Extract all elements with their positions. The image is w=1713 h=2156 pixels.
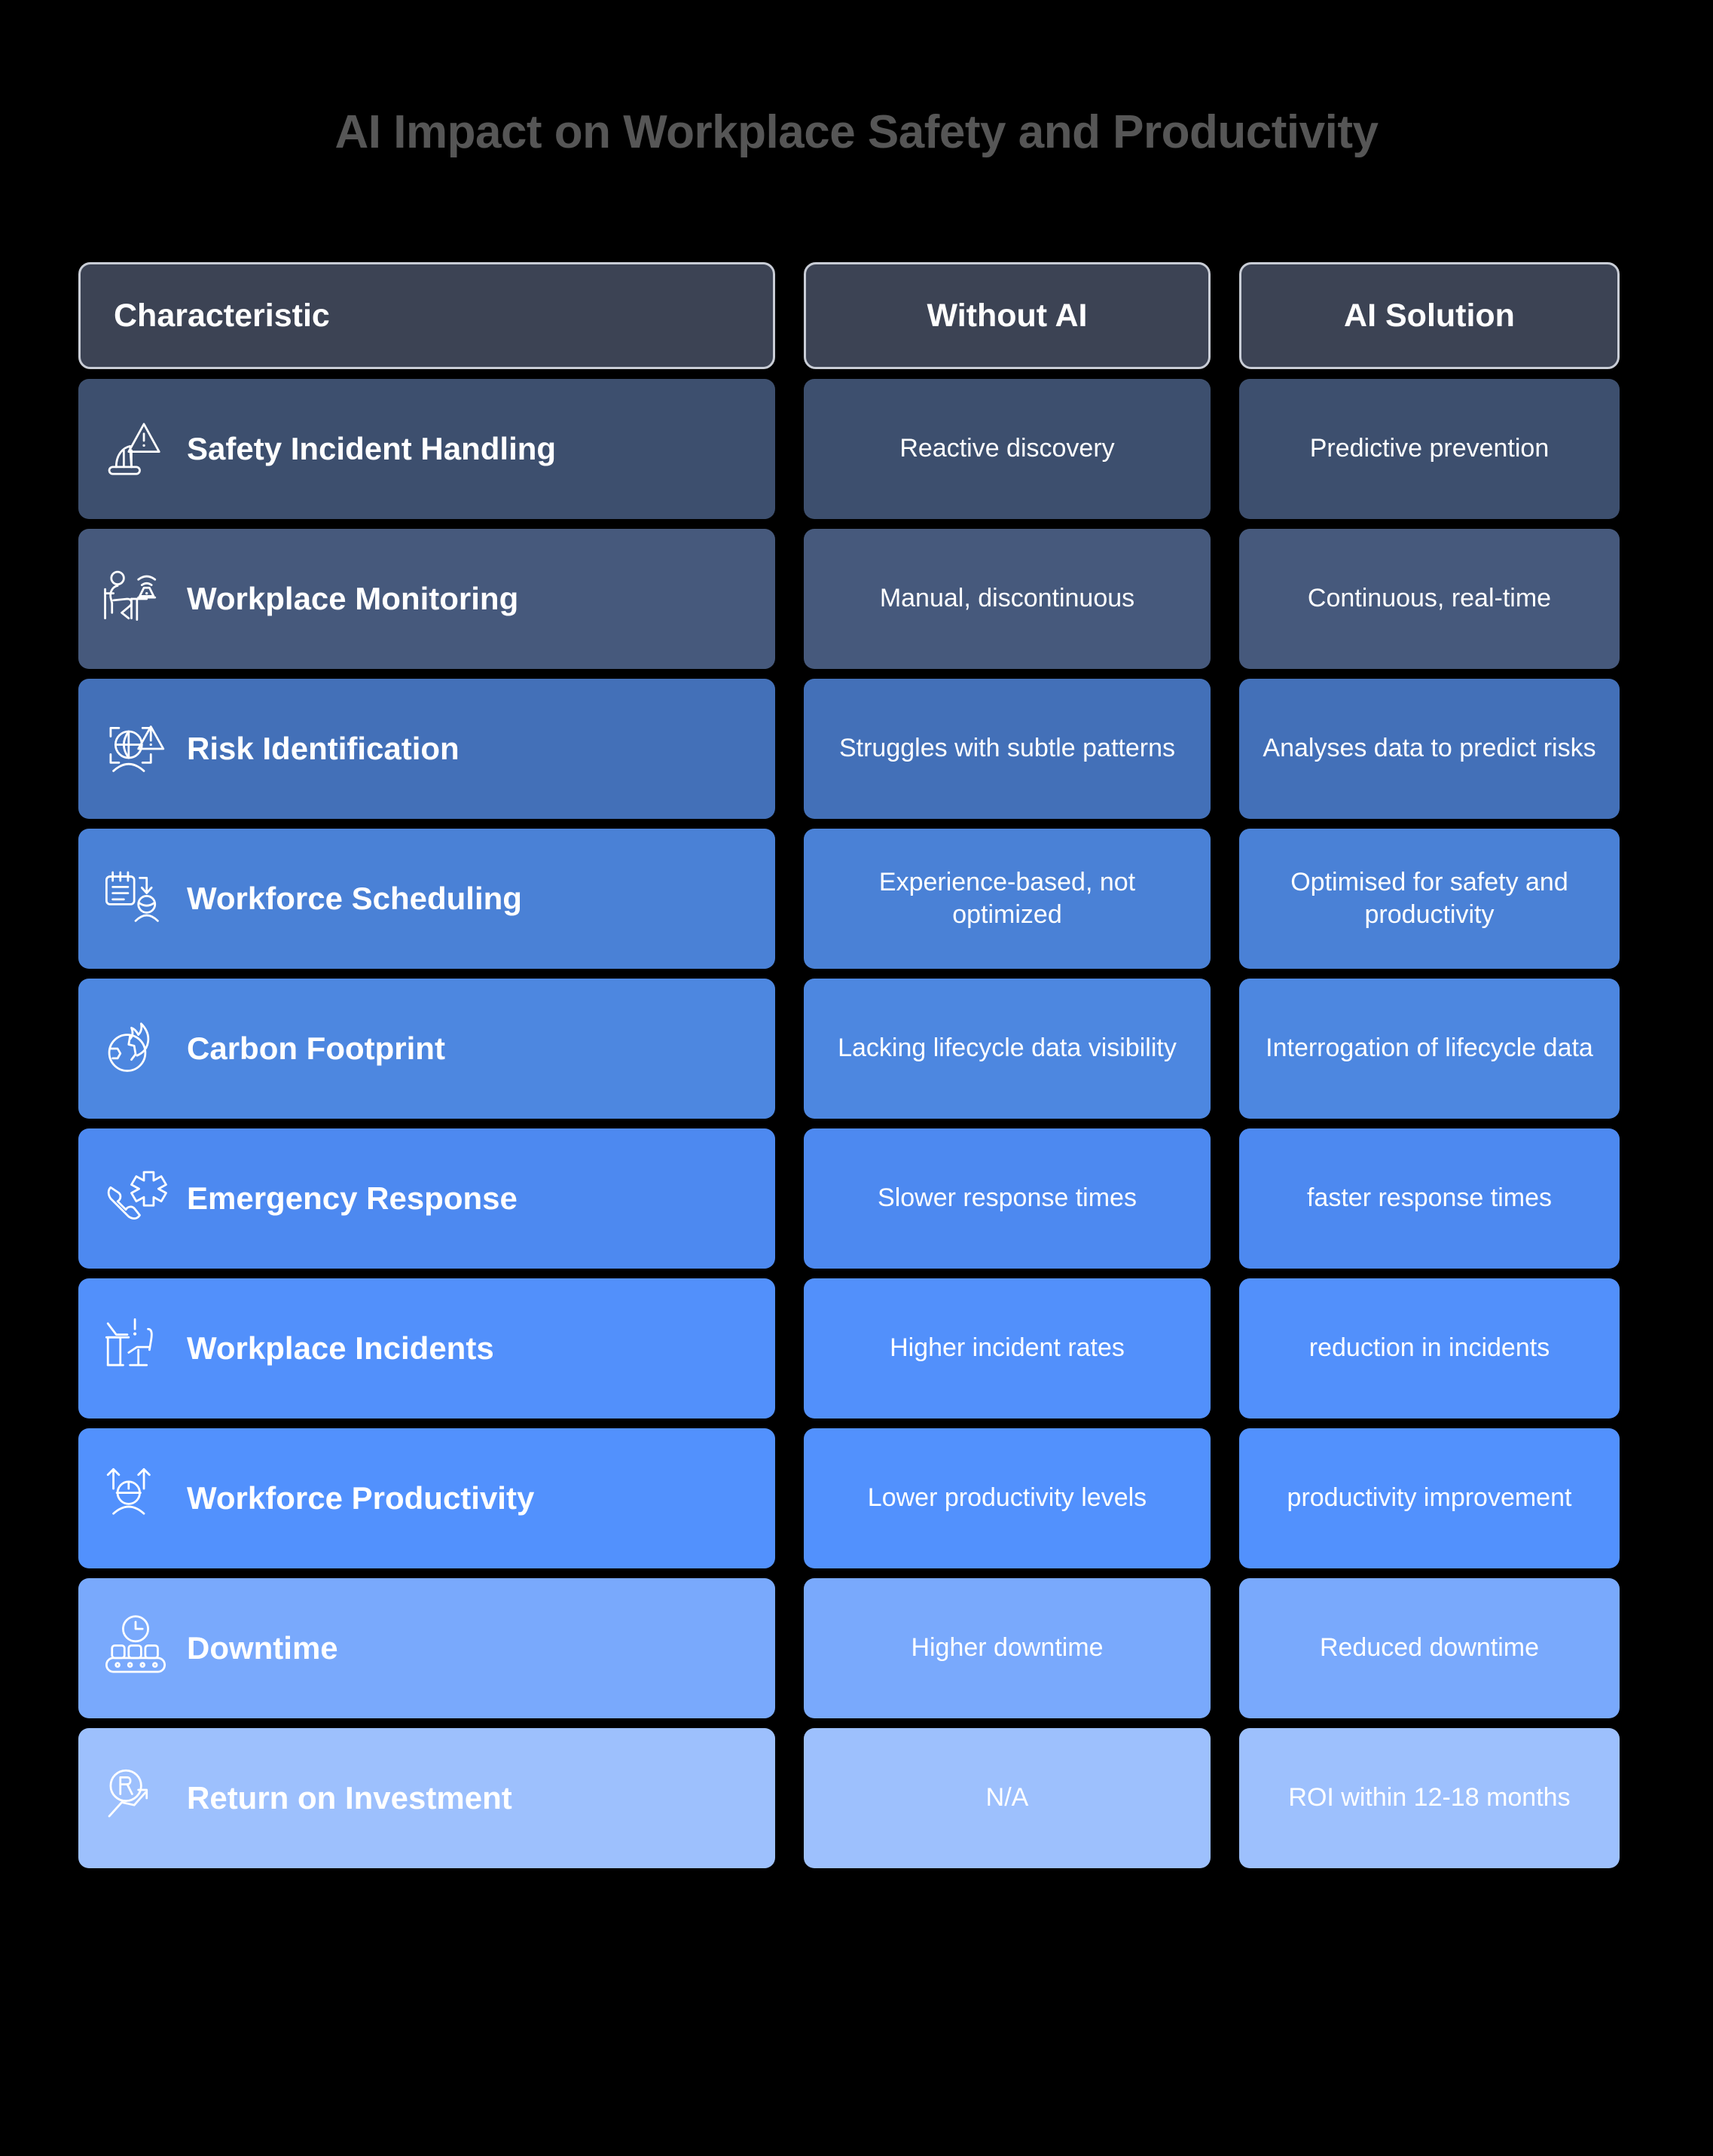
cell-characteristic: Workforce Productivity — [78, 1428, 775, 1568]
cell-ai-solution: ROI within 12-18 months — [1239, 1728, 1620, 1868]
cell-characteristic: Downtime — [78, 1578, 775, 1718]
cell-ai-solution: Continuous, real-time — [1239, 529, 1620, 669]
characteristic-label: Workplace Incidents — [187, 1330, 494, 1366]
table-row: Safety Incident Handling Reactive discove… — [78, 379, 1620, 519]
header-without-ai: Without AI — [804, 262, 1211, 369]
header-characteristic: Characteristic — [78, 262, 775, 369]
cell-characteristic: Workplace Monitoring — [78, 529, 775, 669]
characteristic-label: Safety Incident Handling — [187, 431, 557, 466]
cell-without-ai: Lower productivity levels — [804, 1428, 1211, 1568]
table-row: Workforce Scheduling Experience-based, no… — [78, 829, 1620, 969]
characteristic-label: Workplace Monitoring — [187, 581, 519, 616]
table-row: Workplace Monitoring Manual, discontinuou… — [78, 529, 1620, 669]
phone-medical-star-icon — [101, 1164, 170, 1233]
clock-conveyor-icon — [101, 1614, 170, 1683]
comparison-table: Characteristic Without AI AI Solution Sa… — [78, 262, 1620, 1878]
cell-without-ai: Higher incident rates — [804, 1278, 1211, 1419]
cell-characteristic: Safety Incident Handling — [78, 379, 775, 519]
cell-characteristic: Risk Identification — [78, 679, 775, 819]
cell-without-ai: Struggles with subtle patterns — [804, 679, 1211, 819]
cell-without-ai: Higher downtime — [804, 1578, 1211, 1718]
cell-without-ai: Slower response times — [804, 1128, 1211, 1269]
page-title: AI Impact on Workplace Safety and Produc… — [334, 106, 1379, 158]
cell-ai-solution: faster response times — [1239, 1128, 1620, 1269]
cell-characteristic: Emergency Response — [78, 1128, 775, 1269]
table-row: Workforce Productivity Lower productivity… — [78, 1428, 1620, 1568]
characteristic-label: Emergency Response — [187, 1180, 518, 1216]
cell-without-ai: Manual, discontinuous — [804, 529, 1211, 669]
table-body: Safety Incident Handling Reactive discove… — [78, 379, 1620, 1868]
cell-ai-solution: Predictive prevention — [1239, 379, 1620, 519]
safety-helmet-warning-icon — [101, 414, 170, 484]
cell-ai-solution: Reduced downtime — [1239, 1578, 1620, 1718]
cell-characteristic: Return on Investment — [78, 1728, 775, 1868]
roi-growth-arrow-icon — [101, 1764, 170, 1833]
table-row: Workplace Incidents Higher incident rates… — [78, 1278, 1620, 1419]
characteristic-label: Workforce Scheduling — [187, 881, 522, 916]
table-header-row: Characteristic Without AI AI Solution — [78, 262, 1620, 369]
cell-without-ai: Lacking lifecycle data visibility — [804, 979, 1211, 1119]
characteristic-label: Risk Identification — [187, 731, 460, 766]
table-row: Risk Identification Struggles with subtle… — [78, 679, 1620, 819]
cell-characteristic: Workforce Scheduling — [78, 829, 775, 969]
characteristic-label: Workforce Productivity — [187, 1480, 535, 1516]
cell-characteristic: Carbon Footprint — [78, 979, 775, 1119]
empty-desk-alert-icon — [101, 1314, 170, 1383]
cell-ai-solution: Analyses data to predict risks — [1239, 679, 1620, 819]
cell-ai-solution: productivity improvement — [1239, 1428, 1620, 1568]
globe-flame-icon — [101, 1014, 170, 1083]
cell-ai-solution: Interrogation of lifecycle data — [1239, 979, 1620, 1119]
cell-without-ai: N/A — [804, 1728, 1211, 1868]
cell-ai-solution: reduction in incidents — [1239, 1278, 1620, 1419]
cell-without-ai: Experience-based, not optimized — [804, 829, 1211, 969]
header-ai-solution: AI Solution — [1239, 262, 1620, 369]
cell-ai-solution: Optimised for safety and productivity — [1239, 829, 1620, 969]
characteristic-label: Return on Investment — [187, 1780, 512, 1815]
table-row: Carbon Footprint Lacking lifecycle data v… — [78, 979, 1620, 1119]
cell-characteristic: Workplace Incidents — [78, 1278, 775, 1419]
scan-globe-warning-icon — [101, 714, 170, 783]
cell-without-ai: Reactive discovery — [804, 379, 1211, 519]
worker-up-arrows-icon — [101, 1464, 170, 1533]
characteristic-label: Downtime — [187, 1630, 338, 1666]
calendar-arrow-person-icon — [101, 864, 170, 933]
characteristic-label: Carbon Footprint — [187, 1031, 445, 1066]
person-desk-wifi-icon — [101, 564, 170, 634]
